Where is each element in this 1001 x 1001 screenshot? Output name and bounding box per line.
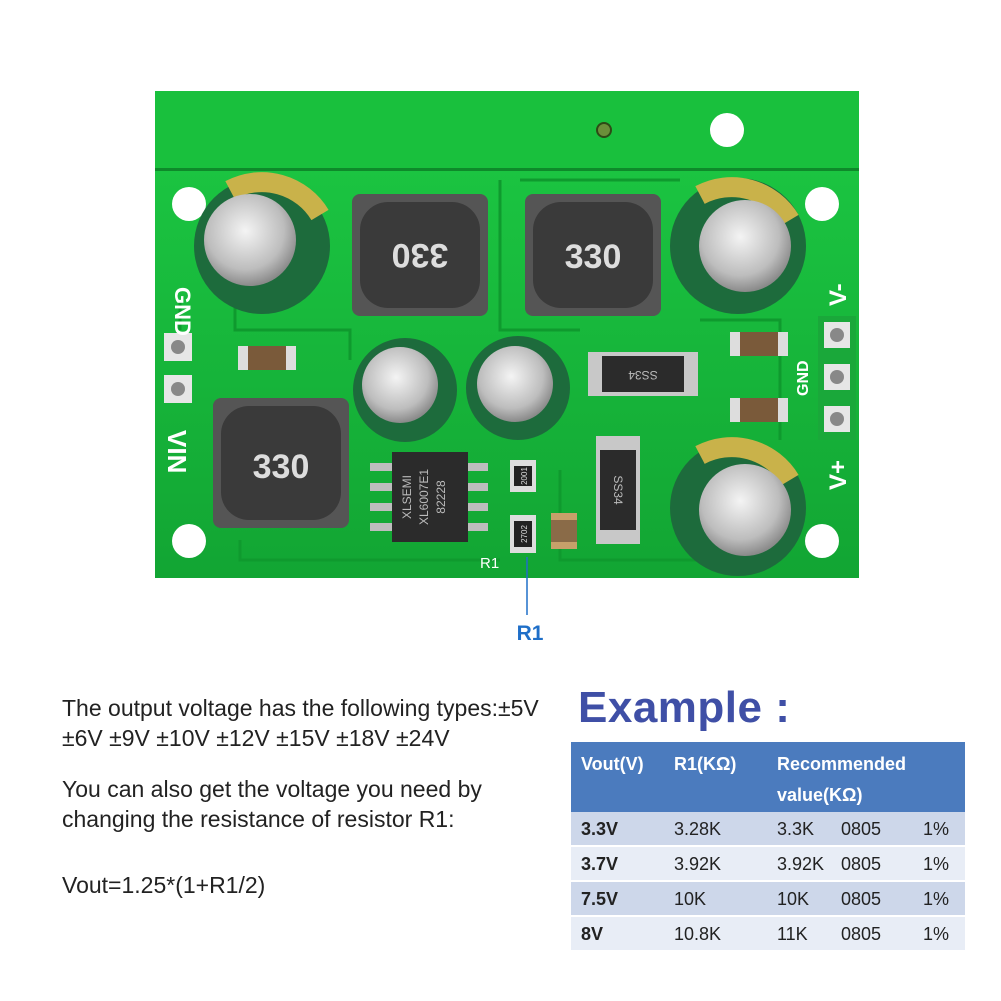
svg-text:XLSEMI: XLSEMI <box>400 475 414 519</box>
cell-value: 10K <box>777 889 810 909</box>
cell-vout: 3.7V <box>581 854 619 874</box>
silk-v-plus: V+ <box>825 460 852 490</box>
pcb-board-photo: 330 330 330 XLSEMI XL6007E1 82228 2001 <box>155 91 859 615</box>
svg-text:SS34: SS34 <box>611 475 625 505</box>
mounting-hole <box>172 187 206 221</box>
example-table: Vout(V) R1(KΩ) Recommended value(KΩ) 3.3… <box>571 742 965 952</box>
resistor-change-text: You can also get the voltage you need by… <box>62 776 482 832</box>
cell-package: 0805 <box>841 889 882 909</box>
small-capacitor <box>353 338 457 442</box>
description: The output voltage has the following typ… <box>62 693 542 921</box>
voltage-types-text: The output voltage has the following typ… <box>62 695 539 751</box>
silk-r1: R1 <box>480 555 499 572</box>
schottky-diode: SS34 <box>596 436 640 544</box>
cell-value: 3.3K <box>777 819 815 839</box>
inductor-3: 330 <box>213 398 349 528</box>
mounting-hole <box>805 187 839 221</box>
input-header-pads <box>164 333 192 403</box>
resistor-r1: 2702 <box>510 515 536 553</box>
cell-package: 0805 <box>841 854 882 874</box>
cell-tolerance: 1% <box>923 924 950 944</box>
inductor-2: 330 <box>525 194 661 316</box>
table-row: 8V 10.8K 11K 0805 1% <box>571 917 965 952</box>
svg-text:2702: 2702 <box>520 525 529 543</box>
svg-text:330: 330 <box>253 448 310 486</box>
r1-callout-label: R1 <box>516 622 544 645</box>
electrolytic-capacitor <box>670 437 806 576</box>
cell-package: 0805 <box>841 924 882 944</box>
cell-vout: 7.5V <box>581 889 619 909</box>
inductor-1: 330 <box>352 194 488 316</box>
svg-text:330: 330 <box>392 236 449 274</box>
mounting-hole <box>710 113 744 147</box>
svg-text:SS34: SS34 <box>628 368 658 382</box>
header-vout: Vout(V) <box>581 754 644 774</box>
svg-text:XL6007E1: XL6007E1 <box>417 469 431 525</box>
regulator-chip: XLSEMI XL6007E1 82228 <box>370 452 488 542</box>
smd-resistor: 2001 <box>510 460 536 492</box>
svg-text:330: 330 <box>565 238 622 276</box>
mounting-hole <box>172 524 206 558</box>
table-row: 7.5V 10K 10K 0805 1% <box>571 882 965 917</box>
electrolytic-capacitor <box>670 177 806 314</box>
cell-vout: 3.3V <box>581 819 619 839</box>
cell-package: 0805 <box>841 819 882 839</box>
schottky-diode: SS34 <box>588 352 698 396</box>
cell-value: 3.92K <box>777 854 825 874</box>
cell-tolerance: 1% <box>923 889 950 909</box>
header-recommended: Recommended <box>777 754 907 774</box>
svg-text:82228: 82228 <box>434 480 448 514</box>
vout-formula: Vout=1.25*(1+R1/2) <box>62 872 266 898</box>
svg-text:2001: 2001 <box>520 467 529 485</box>
silk-gnd-left: GND <box>170 287 195 336</box>
silk-v-minus: V- <box>825 283 852 306</box>
mounting-hole <box>805 524 839 558</box>
cell-tolerance: 1% <box>923 854 950 874</box>
output-header-pads <box>818 316 856 440</box>
pcb-top-strip <box>155 91 859 171</box>
cell-vout: 8V <box>581 924 604 944</box>
cell-value: 11K <box>777 924 808 944</box>
cell-tolerance: 1% <box>923 819 950 839</box>
table-row: 3.7V 3.92K 3.92K 0805 1% <box>571 847 965 882</box>
status-led <box>596 122 612 138</box>
cell-r1: 3.28K <box>674 819 722 839</box>
cell-r1: 3.92K <box>674 854 722 874</box>
small-capacitor <box>466 336 570 440</box>
example-title: Example : <box>578 683 791 732</box>
cell-r1: 10.8K <box>674 924 722 944</box>
cell-r1: 10K <box>674 889 707 909</box>
header-recommended-value: value(KΩ) <box>777 785 863 805</box>
table-row: 3.3V 3.28K 3.3K 0805 1% <box>571 812 965 847</box>
silk-gnd-right: GND <box>795 360 812 396</box>
smd-capacitor <box>238 332 788 549</box>
table-header: Vout(V) R1(KΩ) Recommended value(KΩ) <box>571 742 965 812</box>
electrolytic-capacitor <box>194 172 330 314</box>
header-r1: R1(KΩ) <box>674 754 737 774</box>
silk-vin: VIN <box>162 430 192 473</box>
